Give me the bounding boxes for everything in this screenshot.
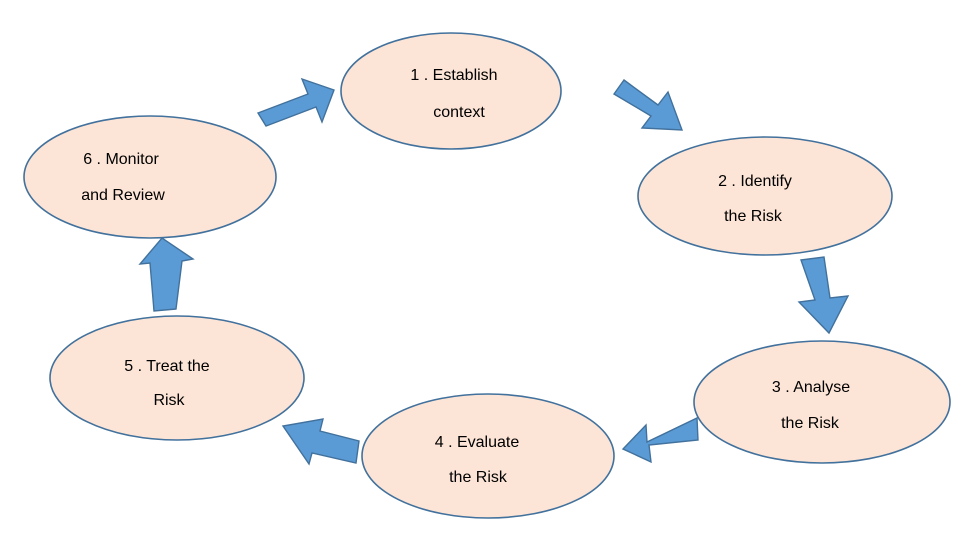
node-2-line2: the Risk [724,208,783,225]
node-analyse-risk: 3 . Analyse the Risk [693,340,951,464]
node-3-line1: 3 . Analyse [772,379,850,396]
arrow-2-to-3 [797,256,850,335]
node-establish-context: 1 . Establish context [340,32,562,150]
arrow-3-to-4 [621,416,699,464]
node-3-line2: the Risk [781,415,840,432]
arrow-1-to-2 [612,79,684,131]
node-identify-risk: 2 . Identify the Risk [637,136,893,256]
node-6-line1: 6 . Monitor [83,151,159,168]
node-evaluate-risk: 4 . Evaluate the Risk [361,393,615,519]
node-1-line1: 1 . Establish [410,67,497,84]
node-treat-risk: 5 . Treat the Risk [49,315,305,441]
node-2-line1: 2 . Identify [718,173,792,190]
node-5-line2: Risk [153,392,185,409]
node-monitor-review: 6 . Monitor and Review [23,115,277,239]
node-4-line2: the Risk [449,469,508,486]
node-1-line2: context [433,104,485,121]
node-4-line1: 4 . Evaluate [435,434,520,451]
arrow-6-to-1 [256,77,335,127]
node-6-line2: and Review [81,187,165,204]
arrow-4-to-5 [281,418,360,466]
node-5-line1: 5 . Treat the [124,358,209,375]
arrow-5-to-6 [138,237,195,312]
